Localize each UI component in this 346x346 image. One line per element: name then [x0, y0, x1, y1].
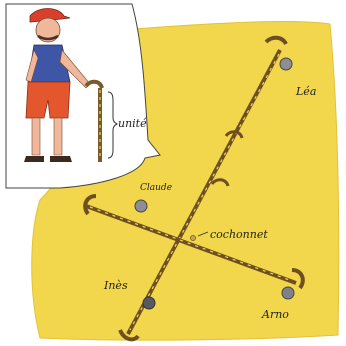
- ball-ines: [143, 297, 155, 309]
- player-label-claude: Claude: [140, 183, 172, 193]
- player-label-arno: Arno: [261, 308, 289, 321]
- ball-arno: [282, 287, 294, 299]
- jack-label: cochonnet: [210, 228, 268, 241]
- player-label-lea: Léa: [295, 85, 316, 98]
- unit-label: unité: [118, 117, 147, 130]
- player-label-ines: Inès: [103, 279, 128, 292]
- ball-claude: [135, 200, 147, 212]
- ball-lea: [280, 58, 292, 70]
- jack-ball: [190, 235, 195, 240]
